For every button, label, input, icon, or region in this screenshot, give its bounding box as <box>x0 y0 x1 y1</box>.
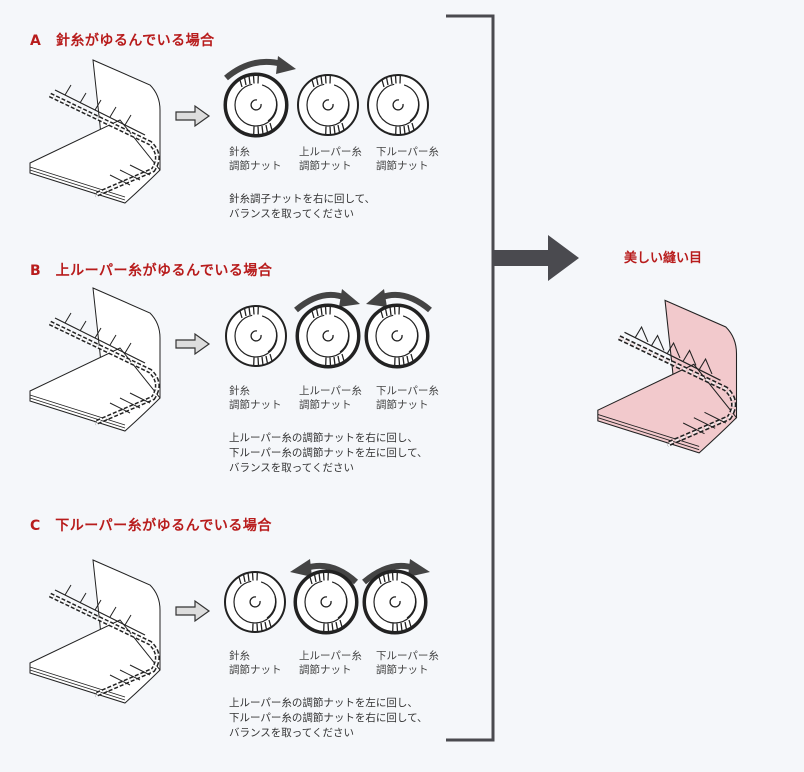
right-arrow-icon <box>175 599 211 623</box>
lower-looper-knob-label: 下ルーパー糸 調節ナット <box>376 650 439 676</box>
result-title: 美しい縫い目 <box>624 251 703 266</box>
upper-looper-dial-icon <box>293 569 359 635</box>
upper-looper-knob-label: 上ルーパー糸 調節ナット <box>299 385 362 411</box>
beautiful-stitch-illustration <box>597 299 738 454</box>
lower-looper-dial-icon <box>364 303 430 369</box>
section-b-title: B 上ルーパー糸がゆるんでいる場合 <box>30 263 273 279</box>
section-c-instruction: 上ルーパー糸の調節ナットを左に回し、 下ルーパー糸の調節ナットを右に回して、 バ… <box>229 697 428 739</box>
upper-looper-knob-label: 上ルーパー糸 調節ナット <box>299 146 362 172</box>
big-right-arrow-icon <box>494 235 579 281</box>
section-a-title: A 針糸がゆるんでいる場合 <box>30 33 215 49</box>
upper-looper-knob-label: 上ルーパー糸 調節ナット <box>299 650 362 676</box>
needle-thread-knob-label: 針糸 調節ナット <box>229 385 282 411</box>
section-a-instruction: 針糸調子ナットを右に回して、 バランスを取ってください <box>229 193 376 220</box>
rotate-right-arrow-icon <box>362 559 430 585</box>
lower-looper-knob-label: 下ルーパー糸 調節ナット <box>376 385 439 411</box>
lower-looper-knob-label: 下ルーパー糸 調節ナット <box>376 146 439 172</box>
section-b-instruction: 上ルーパー糸の調節ナットを右に回し、 下ルーパー糸の調節ナットを左に回して、 バ… <box>229 432 428 474</box>
rotate-right-arrow-icon <box>294 289 360 313</box>
lower-looper-dial-icon <box>362 569 428 635</box>
rotate-right-arrow-icon <box>224 56 296 81</box>
rotate-left-arrow-icon <box>290 559 359 585</box>
section-c-title: C 下ルーパー糸がゆるんでいる場合 <box>30 518 272 534</box>
upper-looper-dial-icon <box>295 303 361 369</box>
rotate-left-arrow-icon <box>366 289 432 313</box>
needle-thread-knob-label: 針糸 調節ナット <box>229 146 282 172</box>
needle-thread-knob-label: 針糸 調節ナット <box>229 650 282 676</box>
needle-thread-dial-icon <box>223 72 289 138</box>
right-arrow-icon <box>175 104 211 128</box>
right-arrow-icon <box>175 332 211 356</box>
